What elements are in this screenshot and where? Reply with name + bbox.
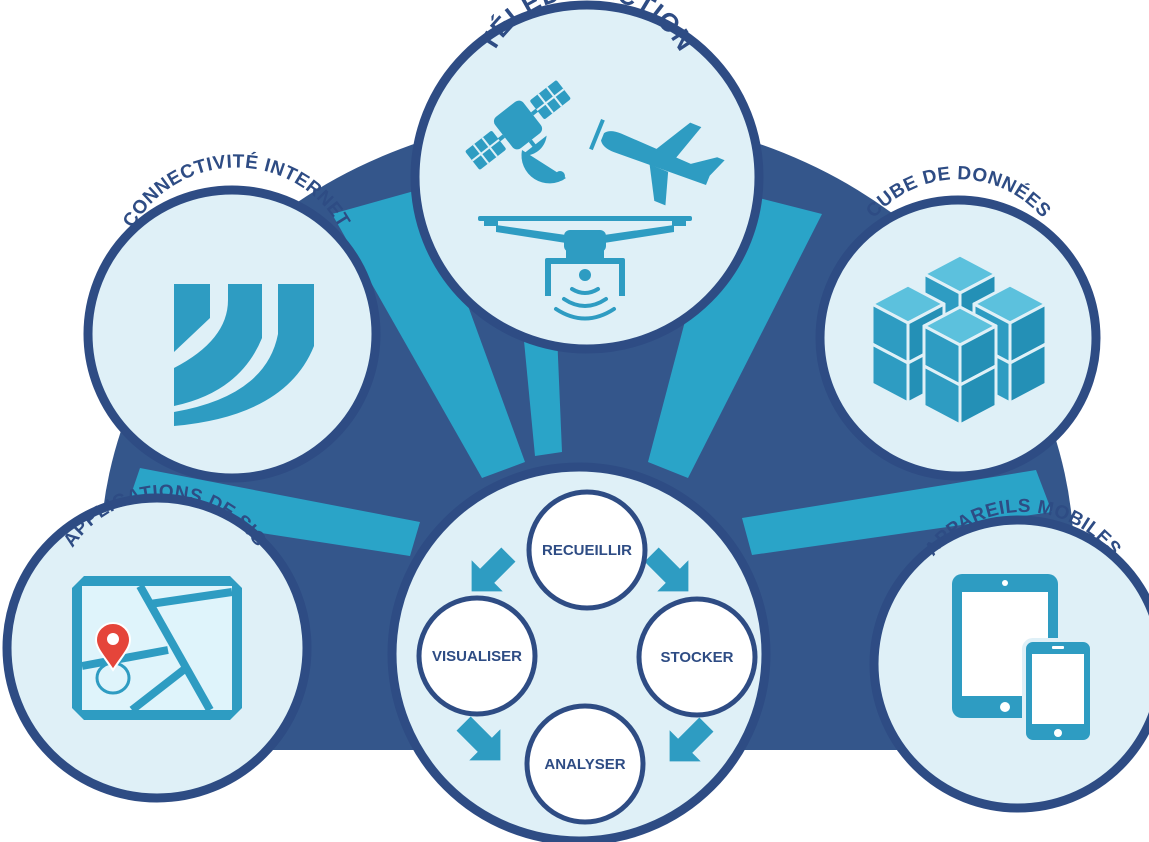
airplane-icon — [589, 118, 725, 206]
drone-icon — [478, 216, 692, 296]
spoke-data-cube — [648, 188, 822, 478]
node-circle — [410, 0, 764, 354]
satellite-dish-icon — [521, 150, 566, 184]
step-stocker: STOCKER — [636, 596, 758, 718]
spoke-internet — [332, 188, 525, 478]
arrow-icon — [644, 547, 689, 592]
arrow-icon — [669, 717, 714, 762]
dish-feed-icon — [555, 171, 565, 181]
step-label: ANALYSER — [544, 756, 625, 773]
wifi-signal-icon — [174, 284, 314, 426]
step-label: RECUEILLIR — [542, 542, 632, 559]
cycle-arrows — [456, 547, 714, 762]
signal-waves-icon — [554, 287, 616, 321]
node-remote-sensing: TÉLÉDÉTECTION — [410, 0, 764, 354]
node-internet: CONNECTIVITÉ INTERNET — [83, 151, 381, 483]
spoke-gis — [125, 468, 420, 556]
step-label: STOCKER — [660, 649, 733, 666]
map-pin-icon — [94, 622, 132, 695]
spoke-mobile — [742, 470, 1052, 555]
satellite-icon — [465, 80, 571, 170]
arrow-icon — [471, 547, 516, 592]
data-lifecycle: RECUEILLIR STOCKER ANALYSER VISUALISER — [387, 462, 771, 842]
data-cube-icon — [870, 253, 1048, 427]
phone-icon — [1022, 638, 1094, 744]
node-gis: APPLICATIONS DE SIG — [2, 482, 312, 803]
arrow-icon — [456, 716, 501, 761]
step-label: VISUALISER — [432, 648, 522, 665]
step-recueillir: RECUEILLIR — [526, 489, 648, 611]
step-analyser: ANALYSER — [524, 703, 646, 825]
step-visualiser: VISUALISER — [416, 595, 538, 717]
